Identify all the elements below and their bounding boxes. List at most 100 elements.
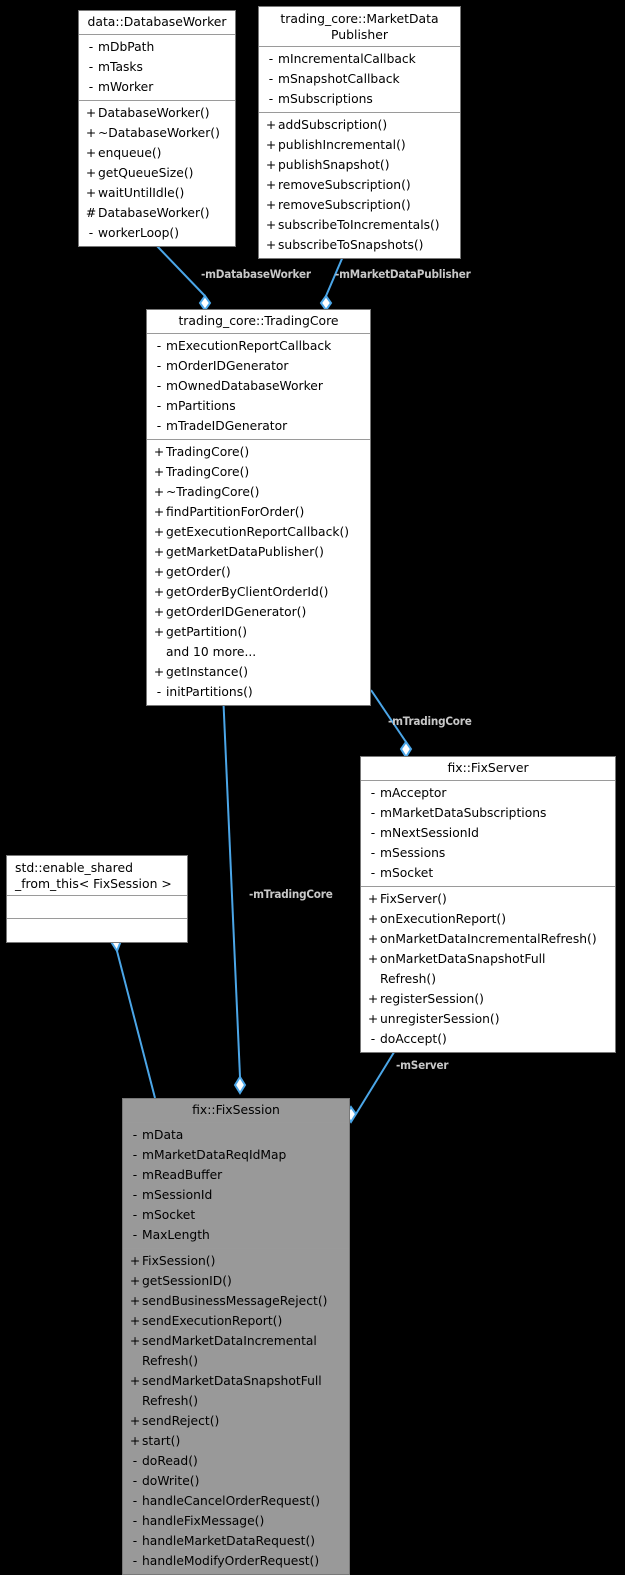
class-node-enable-shared-from-this[interactable]: std::enable_shared _from_this< FixSessio… <box>6 855 188 943</box>
operation-row: - handleModifyOrderRequest() <box>123 1551 349 1571</box>
member-name: mData <box>142 1128 184 1142</box>
member-name: handleFixMessage() <box>142 1514 265 1528</box>
class-title: fix::FixServer <box>361 757 615 781</box>
class-title-line1: std::enable_shared <box>15 860 133 875</box>
member-name: unregisterSession() <box>380 1012 500 1026</box>
attribute-row: - mSubscriptions <box>259 89 460 109</box>
operation-row: - handleFixMessage() <box>123 1511 349 1531</box>
visibility-marker: + <box>85 146 97 160</box>
member-name: handleMarketDataRequest() <box>142 1534 316 1548</box>
class-node-database-worker[interactable]: data::DatabaseWorker - mDbPath - mTasks … <box>78 10 236 247</box>
attributes-section: - mData - mMarketDataReqIdMap - mReadBuf… <box>123 1123 349 1249</box>
member-name: mMarketDataSubscriptions <box>380 806 547 820</box>
edge-label-trading-core-server: -mTradingCore <box>388 714 472 728</box>
member-name: onExecutionReport() <box>380 912 507 926</box>
member-name: sendMarketDataSnapshotFull Refresh() <box>142 1371 345 1411</box>
operation-row: + publishIncremental() <box>259 135 460 155</box>
member-name: mWorker <box>98 80 154 94</box>
visibility-marker: - <box>132 1494 138 1508</box>
attribute-row: - mOwnedDatabaseWorker <box>147 376 370 396</box>
visibility-marker: + <box>129 1274 141 1288</box>
operation-row: + enqueue() <box>79 143 235 163</box>
visibility-marker: + <box>129 1294 141 1308</box>
member-name: TradingCore() <box>166 445 250 459</box>
attributes-section: - mIncrementalCallback - mSnapshotCallba… <box>259 47 460 113</box>
operation-row: + TradingCore() <box>147 442 370 462</box>
class-title-line2: _from_this< FixSession > <box>15 875 172 891</box>
attribute-row: - mDbPath <box>79 37 235 57</box>
visibility-marker: + <box>153 525 165 539</box>
member-name: addSubscription() <box>278 118 388 132</box>
operation-row: + registerSession() <box>361 989 615 1009</box>
operation-row: - doWrite() <box>123 1471 349 1491</box>
visibility-marker: - <box>132 1128 138 1142</box>
operation-row: + getOrder() <box>147 562 370 582</box>
class-title: std::enable_shared _from_this< FixSessio… <box>7 856 187 896</box>
visibility-marker: - <box>370 826 376 840</box>
visibility-marker: - <box>132 1188 138 1202</box>
visibility-marker: + <box>85 166 97 180</box>
visibility-marker: + <box>265 158 277 172</box>
member-name: handleModifyOrderRequest() <box>142 1554 320 1568</box>
visibility-marker: - <box>370 866 376 880</box>
attribute-row: - mPartitions <box>147 396 370 416</box>
member-name: getSessionID() <box>142 1274 232 1288</box>
visibility-marker: - <box>156 359 162 373</box>
member-name: waitUntilIdle() <box>98 186 185 200</box>
visibility-marker: - <box>132 1208 138 1222</box>
member-name: mIncrementalCallback <box>278 52 416 66</box>
attributes-section: - mExecutionReportCallback - mOrderIDGen… <box>147 334 370 440</box>
visibility-marker: + <box>85 126 97 140</box>
member-name: mTasks <box>98 60 143 74</box>
visibility-marker: - <box>88 80 94 94</box>
attribute-row: - mReadBuffer <box>123 1165 349 1185</box>
attribute-row: - mSnapshotCallback <box>259 69 460 89</box>
visibility-marker: - <box>132 1554 138 1568</box>
visibility-marker: - <box>370 1032 376 1046</box>
operation-row: + findPartitionForOrder() <box>147 502 370 522</box>
attribute-row: - mMarketDataSubscriptions <box>361 803 615 823</box>
member-name: getOrderByClientOrderId() <box>166 585 329 599</box>
operation-row: + subscribeToSnapshots() <box>259 235 460 255</box>
member-name-line2: Refresh() <box>142 1394 199 1408</box>
member-name-line2: Refresh() <box>142 1354 199 1368</box>
class-node-trading-core[interactable]: trading_core::TradingCore - mExecutionRe… <box>146 309 371 706</box>
visibility-marker: + <box>265 138 277 152</box>
member-name: getOrderIDGenerator() <box>166 605 307 619</box>
member-name: ~TradingCore() <box>166 485 260 499</box>
operation-row: + removeSubscription() <box>259 195 460 215</box>
visibility-marker: - <box>268 72 274 86</box>
visibility-marker: + <box>153 545 165 559</box>
member-name-line1: sendMarketDataIncremental <box>142 1334 317 1348</box>
member-name: registerSession() <box>380 992 484 1006</box>
visibility-marker: + <box>153 465 165 479</box>
member-name: mSocket <box>380 866 434 880</box>
operations-section: + FixServer() + onExecutionReport() + on… <box>361 887 615 1052</box>
visibility-marker: - <box>132 1228 138 1242</box>
member-name: publishIncremental() <box>278 138 406 152</box>
class-node-fix-session[interactable]: fix::FixSession - mData - mMarketDataReq… <box>122 1098 350 1575</box>
member-name: mOrderIDGenerator <box>166 359 289 373</box>
visibility-marker: + <box>129 1334 141 1348</box>
attribute-row: - mExecutionReportCallback <box>147 336 370 356</box>
visibility-marker: - <box>156 419 162 433</box>
member-name: getQueueSize() <box>98 166 194 180</box>
member-name: removeSubscription() <box>278 198 411 212</box>
member-name: mAcceptor <box>380 786 447 800</box>
operations-section: + DatabaseWorker() + ~DatabaseWorker() +… <box>79 101 235 246</box>
class-node-market-data-publisher[interactable]: trading_core::MarketData Publisher - mIn… <box>258 6 461 259</box>
member-name: sendReject() <box>142 1414 220 1428</box>
member-name: initPartitions() <box>166 685 253 699</box>
member-name: mPartitions <box>166 399 236 413</box>
class-node-fix-server[interactable]: fix::FixServer - mAcceptor - mMarketData… <box>360 756 616 1053</box>
operation-row: + removeSubscription() <box>259 175 460 195</box>
operation-row: + TradingCore() <box>147 462 370 482</box>
member-name: mSocket <box>142 1208 196 1222</box>
visibility-marker: + <box>367 932 379 946</box>
operation-row: - handleMarketDataRequest() <box>123 1531 349 1551</box>
attribute-row: - MaxLength <box>123 1225 349 1245</box>
operation-row: + getOrderByClientOrderId() <box>147 582 370 602</box>
operation-row: + start() <box>123 1431 349 1451</box>
member-name: mSnapshotCallback <box>278 72 400 86</box>
